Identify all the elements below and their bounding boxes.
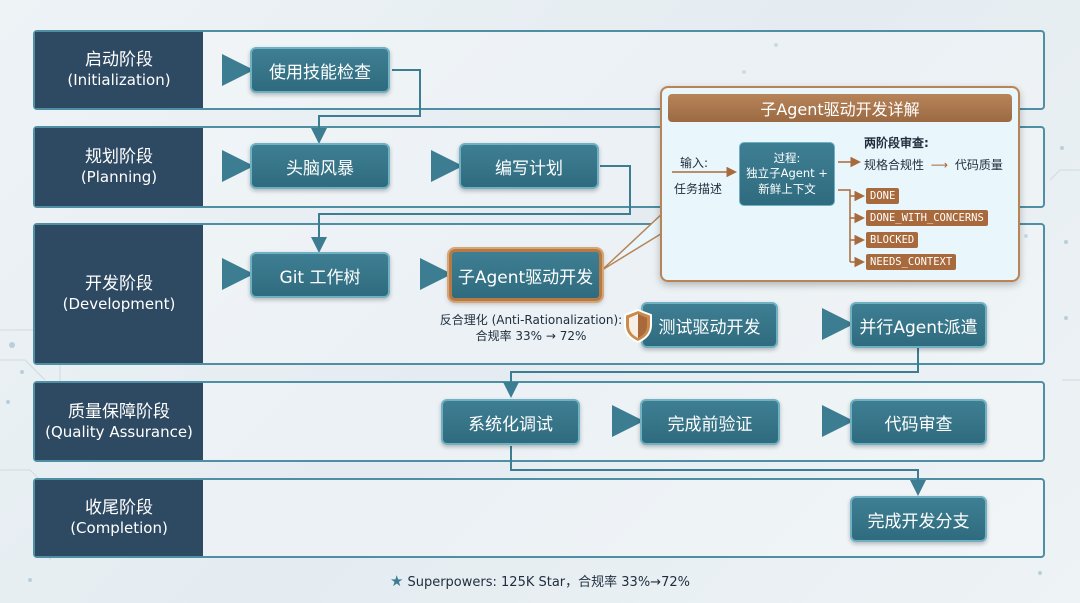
phase-label-planning: 规划阶段 (Planning): [35, 128, 203, 206]
review-step-spec: 规格合规性: [864, 158, 925, 172]
phase-subtitle: (Initialization): [67, 71, 171, 90]
phase-subtitle: (Planning): [80, 168, 158, 187]
phase-label-quality-assurance: 质量保障阶段 (Quality Assurance): [35, 383, 203, 460]
node-systematic-debugging[interactable]: 系统化调试: [441, 399, 580, 445]
status-tag-done: DONE: [866, 188, 900, 204]
review-steps: 规格合规性 ⟶ 代码质量: [864, 156, 1003, 173]
footer-text: Superpowers: 125K Star，合规率 33%→72%: [407, 575, 690, 590]
node-subagent-driven-dev[interactable]: 子Agent驱动开发: [449, 249, 602, 301]
detail-panel-title: 子Agent驱动开发详解: [668, 94, 1012, 122]
phase-subtitle: (Completion): [70, 519, 168, 538]
star-icon: ★: [390, 572, 404, 590]
status-tag-blocked: BLOCKED: [866, 232, 919, 248]
phase-title: 开发阶段: [85, 274, 153, 294]
phase-label-initialization: 启动阶段 (Initialization): [35, 32, 203, 108]
phase-title: 启动阶段: [85, 50, 153, 70]
process-label: 过程:: [773, 150, 801, 165]
node-brainstorm[interactable]: 头脑风暴: [250, 143, 390, 189]
node-parallel-agent-dispatch[interactable]: 并行Agent派遣: [850, 302, 987, 348]
node-pre-completion-verify[interactable]: 完成前验证: [640, 399, 780, 445]
anti-rationalization-note: 反合理化 (Anti-Rationalization): 合规率 33% → 7…: [436, 312, 626, 344]
input-label: 输入:: [680, 156, 709, 170]
node-git-worktree[interactable]: Git 工作树: [250, 252, 390, 298]
phase-title: 规划阶段: [85, 147, 153, 167]
node-write-plan[interactable]: 编写计划: [459, 143, 599, 189]
subagent-detail-panel: 子Agent驱动开发详解 输入: 任务描述 过程: 独立子Agent + 新鲜上…: [660, 86, 1020, 282]
phase-label-development: 开发阶段 (Development): [35, 225, 203, 363]
phase-label-completion: 收尾阶段 (Completion): [35, 480, 203, 556]
review-arrow-icon: ⟶: [930, 158, 949, 172]
panel-connectors: [672, 156, 865, 268]
node-test-driven-dev[interactable]: 测试驱动开发: [641, 302, 778, 348]
process-box: 过程: 独立子Agent + 新鲜上下文: [739, 142, 835, 206]
phase-subtitle: (Quality Assurance): [45, 422, 193, 441]
phase-subtitle: (Development): [62, 295, 176, 314]
footer: ★Superpowers: 125K Star，合规率 33%→72%: [0, 571, 1080, 590]
process-detail-1: 独立子Agent +: [746, 166, 828, 181]
node-finish-branch[interactable]: 完成开发分支: [850, 496, 987, 542]
node-code-review[interactable]: 代码审查: [850, 399, 987, 445]
status-tag-done-with-concerns: DONE_WITH_CONCERNS: [866, 210, 988, 226]
process-detail-2: 新鲜上下文: [758, 181, 816, 196]
status-tag-needs-context: NEEDS_CONTEXT: [866, 254, 957, 270]
anti-rationalization-label: 反合理化 (Anti-Rationalization):: [439, 313, 623, 327]
review-step-quality: 代码质量: [954, 158, 1003, 172]
shield-icon: [624, 309, 652, 343]
phase-title: 质量保障阶段: [68, 401, 170, 422]
node-skill-check[interactable]: 使用技能检查: [250, 47, 390, 93]
review-title: 两阶段审查:: [864, 136, 929, 150]
anti-rationalization-rate: 合规率 33% → 72%: [475, 329, 587, 344]
phase-title: 收尾阶段: [85, 498, 153, 518]
input-value: 任务描述: [674, 182, 723, 196]
